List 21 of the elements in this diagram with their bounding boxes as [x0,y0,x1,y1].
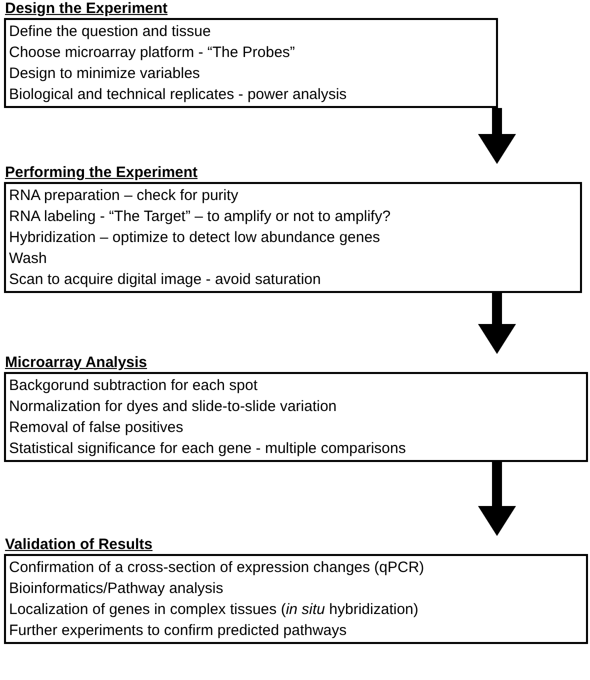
step-text: RNA labeling - “The Target” – to amplify or not to amplify? [9,207,392,227]
step-text: Normalization for dyes and slide-to-slide variation [9,397,338,417]
section-heading: Performing the Experiment [4,164,199,182]
section-heading: Validation of Results [4,536,154,554]
step-text: Removal of false positives [9,418,184,438]
section-heading: Design the Experiment [4,0,169,18]
step-text: Wash [9,249,48,269]
step-text: Further experiments to confirm predicted pathways [9,621,348,641]
step-text: Design to minimize variables [9,64,201,84]
step-text: RNA preparation – check for purity [9,186,240,206]
step-text: Scan to acquire digital image - avoid saturation [9,270,322,290]
step-text: Choose microarray platform - “The Probes” [9,43,296,63]
step-text: Backgorund subtraction for each spot [9,376,258,396]
step-text: Localization of genes in complex tissues (in situ hybridization) [9,600,420,620]
step-text: Define the question and tissue [9,22,212,42]
step-text: Statistical significance for each gene - multiple comparisons [9,439,407,459]
step-text: Hybridization – optimize to detect low abundance genes [9,228,382,248]
section-heading: Microarray Analysis [4,354,148,372]
step-text: Biological and technical replicates - power analysis [9,85,348,105]
step-text: Bioinformatics/Pathway analysis [9,579,224,599]
step-text: Confirmation of a cross-section of expression changes (qPCR) [9,558,426,578]
